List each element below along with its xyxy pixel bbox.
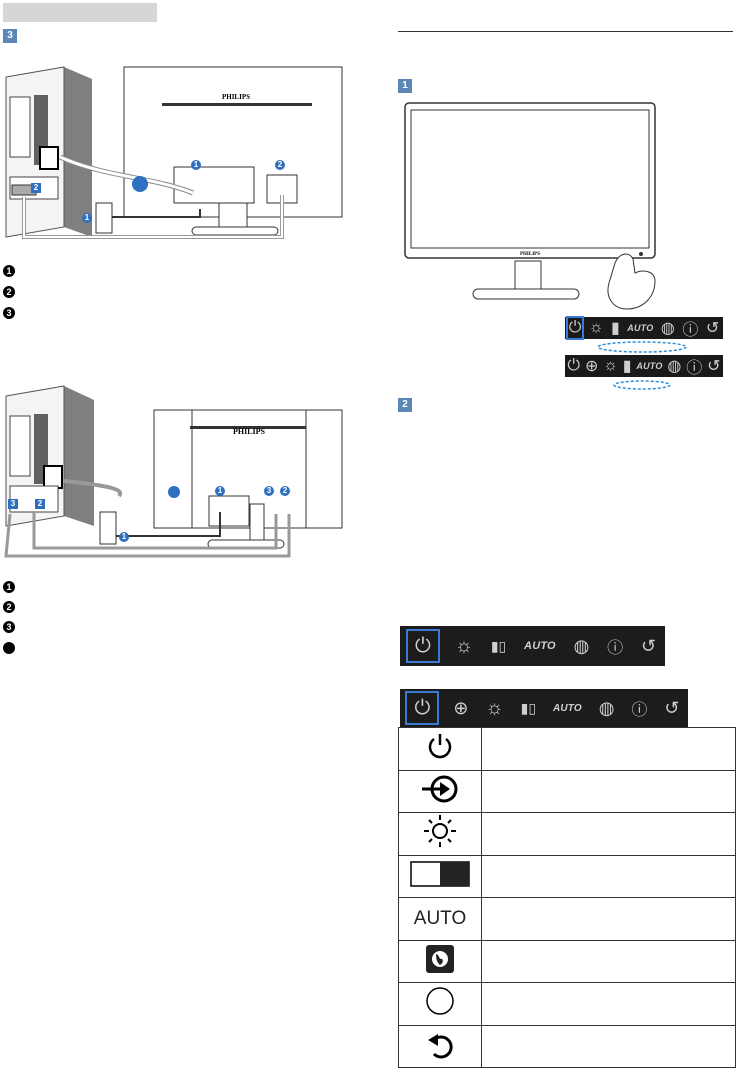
language-icon[interactable]: ◍ [660, 320, 675, 337]
back-icon[interactable]: ↺ [707, 358, 721, 375]
back-icon [398, 1024, 482, 1068]
callout-2-b: 2 [280, 486, 290, 496]
brightness-icon[interactable]: ☼ [485, 696, 504, 719]
auto-icon[interactable]: AUTO [636, 361, 663, 371]
language-icon[interactable]: ◍ [573, 635, 590, 656]
back-icon[interactable]: ↺ [664, 697, 680, 718]
osd-bar-large-1: ⏻ ☼ ▮▯ AUTO ◍ ⓘ ↺ [400, 626, 665, 666]
key-description [481, 939, 736, 983]
callout-1-b: 1 [215, 486, 225, 496]
brand-logo-1: PHILIPS [222, 93, 250, 101]
key-description [481, 769, 736, 813]
callout-2: 2 [275, 160, 285, 170]
smartimage-icon[interactable]: ▮ [611, 320, 620, 337]
table-row [398, 727, 736, 771]
auto-icon[interactable]: AUTO [552, 702, 582, 714]
auto-icon[interactable]: AUTO [524, 640, 556, 652]
key-description [481, 1024, 736, 1068]
power-icon[interactable]: ⏻ [565, 316, 585, 340]
input-icon [398, 769, 482, 813]
language-icon[interactable]: ◍ [667, 358, 682, 375]
input-icon[interactable]: ⊕ [453, 697, 469, 718]
brightness-icon[interactable]: ☼ [588, 319, 604, 336]
osd-bar-small-2: ⏻ ⊕ ☼ ▮ AUTO ◍ ⓘ ↺ [565, 355, 723, 377]
auto-label: AUTO [413, 907, 467, 929]
back-icon[interactable]: ↺ [640, 635, 657, 656]
callout-1-outlet-b: 1 [119, 532, 129, 542]
power-icon [398, 727, 482, 771]
info-icon[interactable]: ⓘ [686, 360, 703, 377]
smartimage-icon[interactable]: ▮ [622, 358, 632, 375]
osd-bar-large-2: ⏻ ⊕ ☼ ▮▯ AUTO ◍ ⓘ ↺ [400, 689, 688, 727]
smartimage-icon[interactable]: ▮▯ [520, 699, 537, 716]
table-row [398, 1024, 736, 1068]
step-badge-1: 1 [398, 79, 412, 93]
back-icon[interactable]: ↺ [705, 320, 720, 337]
info-icon[interactable]: ⓘ [631, 702, 648, 719]
language-icon[interactable]: ◍ [598, 697, 615, 718]
key-description [481, 812, 736, 856]
brand-logo-2: PHILIPS [233, 427, 266, 436]
callout-1: 1 [191, 160, 201, 170]
smartimage-icon[interactable]: ▮▯ [490, 637, 507, 654]
legend-bullet-2: 2 [3, 286, 15, 298]
power-icon[interactable]: ⏻ [405, 629, 440, 663]
power-icon[interactable]: ⏻ [405, 691, 440, 725]
input-icon[interactable]: ⊕ [584, 358, 599, 375]
legend-bullet-1b: 1 [3, 581, 15, 593]
auto-icon: AUTO [398, 897, 482, 941]
info-icon[interactable]: ⓘ [682, 322, 699, 339]
info-icon[interactable]: ⓘ [607, 640, 624, 657]
brightness-icon[interactable]: ☼ [454, 634, 474, 657]
table-row [398, 812, 736, 856]
scroll-arrows-2 [613, 380, 671, 390]
brightness-icon[interactable]: ☼ [603, 357, 618, 374]
callout-2-pc-b: 2 [35, 499, 45, 509]
callout-3-b: 3 [264, 486, 274, 496]
key-description [481, 982, 736, 1026]
callout-2-pc: 2 [31, 183, 41, 193]
table-row [398, 939, 736, 983]
info-icon [398, 982, 482, 1026]
section-header-bar [3, 3, 157, 22]
table-row [398, 982, 736, 1026]
power-icon[interactable]: ⏻ [567, 357, 581, 374]
monitor-front-illustration: PHILIPS [404, 102, 656, 310]
legend-bullet-3b: 3 [3, 621, 15, 633]
brand-logo-3: PHILIPS [520, 252, 540, 257]
table-row: AUTO [398, 897, 736, 941]
key-description [481, 854, 736, 898]
osd-bar-small-1: ⏻ ☼ ▮ AUTO ◍ ⓘ ↺ [565, 316, 723, 340]
osd-key-table: AUTO [398, 727, 736, 1068]
connection-diagram-1: PHILIPS [5, 66, 343, 239]
language-icon [398, 939, 482, 983]
key-description [481, 727, 736, 771]
smartimage-icon [398, 854, 482, 898]
table-row [398, 854, 736, 898]
connection-diagram-2: PHILIPS [4, 385, 343, 558]
step-badge-3: 3 [3, 29, 17, 43]
callout-1-outlet: 1 [82, 213, 92, 223]
section-rule [398, 31, 733, 32]
callout-3-pc-b: 3 [8, 499, 18, 509]
legend-bullet-2b: 2 [3, 601, 15, 613]
legend-bullet-1: 1 [3, 265, 15, 277]
scroll-arrows-1 [597, 341, 687, 353]
legend-bullet-3: 3 [3, 307, 15, 319]
table-row [398, 769, 736, 813]
step-badge-2: 2 [398, 398, 412, 412]
brightness-icon [398, 812, 482, 856]
auto-icon[interactable]: AUTO [627, 323, 654, 333]
legend-bullet-lock [3, 642, 15, 654]
key-description [481, 897, 736, 941]
